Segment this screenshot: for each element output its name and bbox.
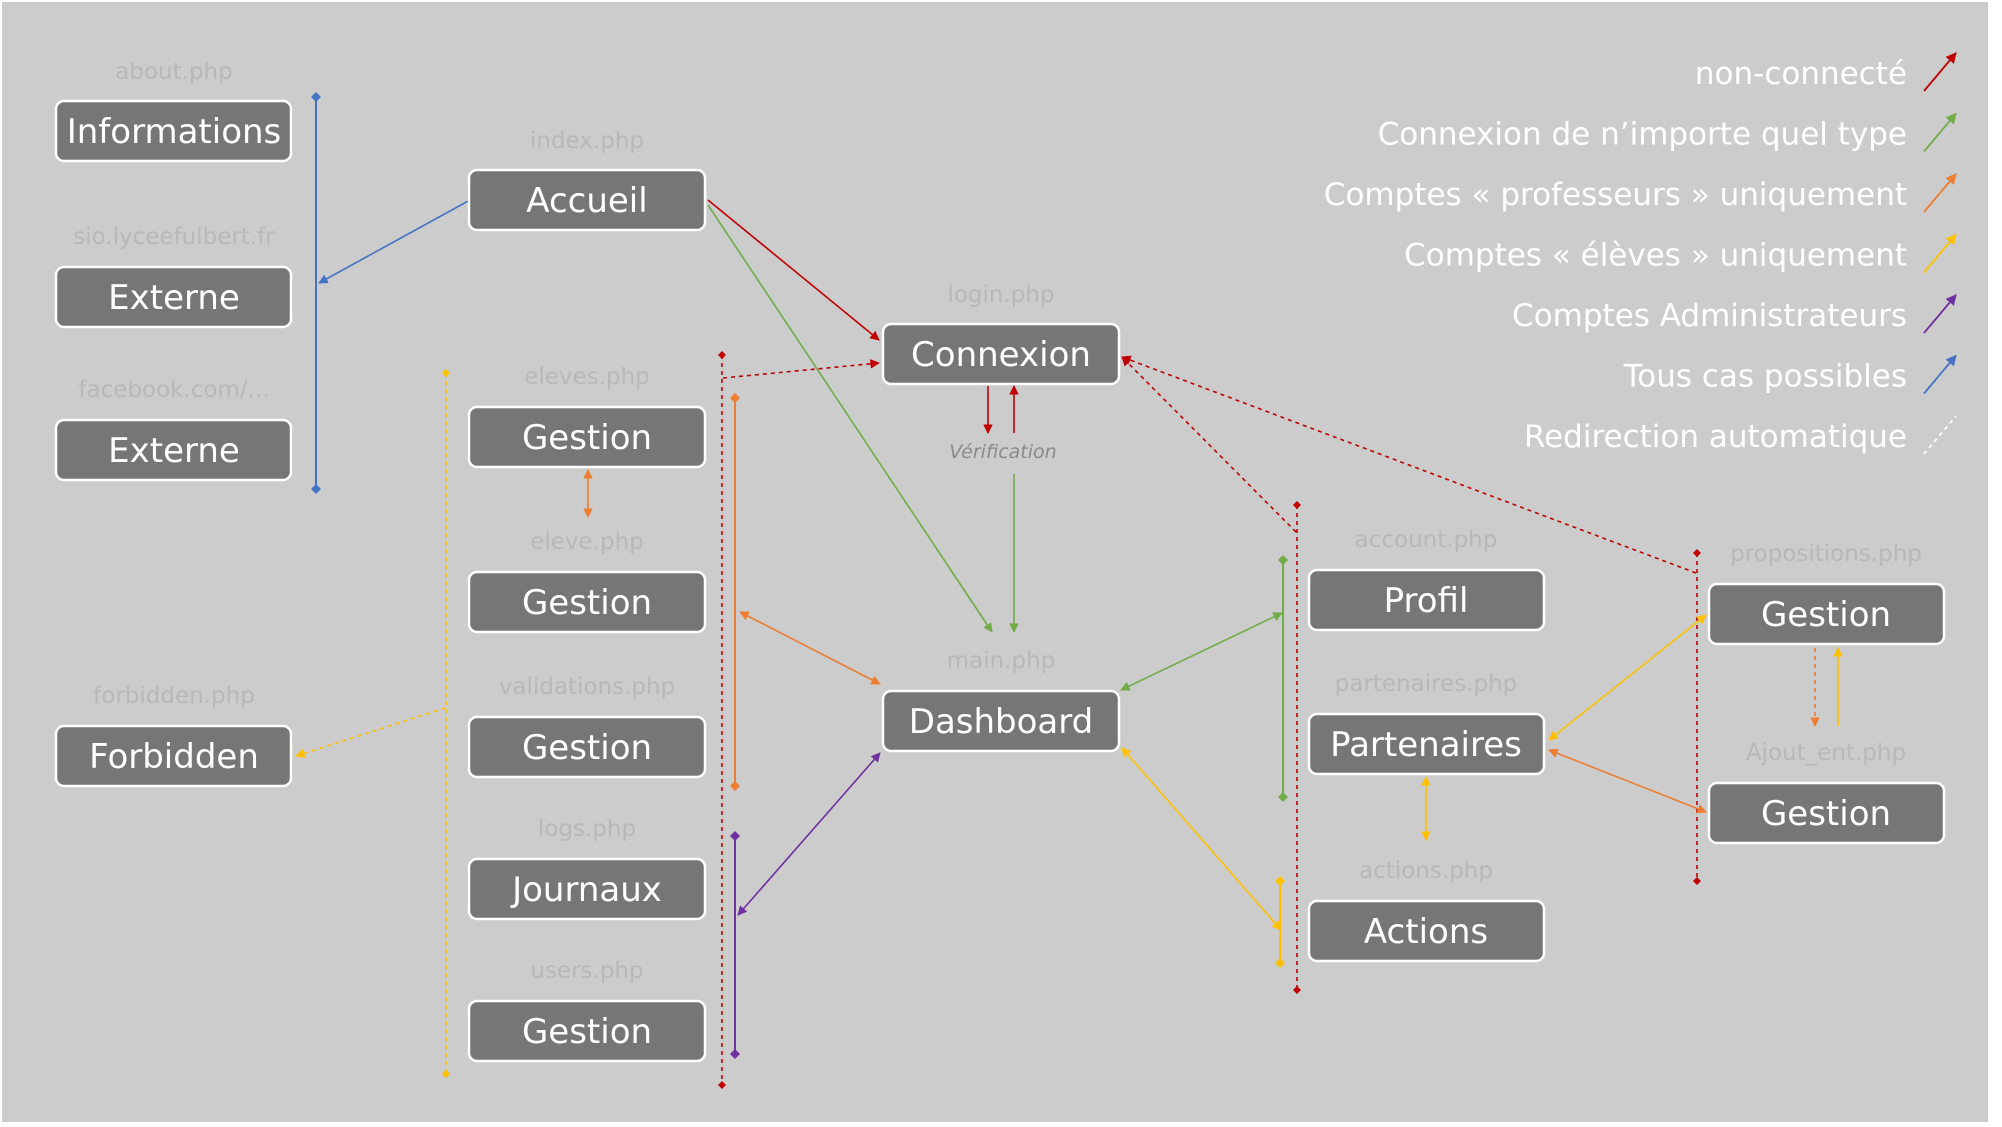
file-caption: users.php <box>530 958 643 984</box>
file-caption: account.php <box>1355 527 1498 553</box>
node-forbidden[interactable]: Forbidden <box>54 724 293 788</box>
node-actions[interactable]: Actions <box>1307 899 1546 963</box>
node-connexion[interactable]: Connexion <box>881 322 1121 386</box>
connections <box>295 92 1843 1089</box>
node-label: Gestion <box>522 418 652 458</box>
dashboard-actions-link <box>1121 747 1282 931</box>
node-label: Accueil <box>526 181 647 221</box>
node-gestion-eleves[interactable]: Gestion <box>467 405 707 469</box>
node-label: Externe <box>108 278 240 318</box>
file-caption: login.php <box>947 282 1054 308</box>
accueil-to-externe-link <box>318 199 471 284</box>
file-caption: forbidden.php <box>93 683 255 709</box>
legend-item: Connexion de n’importe quel type <box>1378 112 1957 153</box>
node-label: Gestion <box>522 583 652 623</box>
accueil-to-dashboard-link <box>707 204 993 633</box>
legend-item: Redirection automatique <box>1524 415 1957 455</box>
node-gestion-ajout[interactable]: Gestion <box>1707 781 1946 845</box>
file-caption: eleves.php <box>524 364 650 390</box>
legend-swatch <box>1923 52 1957 92</box>
legend-item: Comptes Administrateurs <box>1512 294 1957 334</box>
node-label: Gestion <box>522 728 652 768</box>
file-caption: partenaires.php <box>1335 671 1518 697</box>
file-caption: sio.lyceefulbert.fr <box>73 224 275 250</box>
file-caption: facebook.com/... <box>78 377 269 403</box>
right-redirect-to-connexion <box>1121 355 1697 574</box>
partenaires-ajout-link <box>1548 748 1707 814</box>
node-label: Forbidden <box>89 737 259 777</box>
redirect-to-forbidden-link <box>295 707 446 758</box>
node-label: Gestion <box>522 1012 652 1052</box>
node-externe-sio[interactable]: Externe <box>54 265 293 329</box>
node-label: Externe <box>108 431 240 471</box>
legend-label: Comptes « professeurs » uniquement <box>1324 177 1907 213</box>
file-caption: index.php <box>530 128 644 154</box>
file-caption: about.php <box>115 59 232 85</box>
partenaires-propositions-link <box>1548 614 1707 741</box>
file-caption: main.php <box>947 648 1056 674</box>
node-label: Gestion <box>1761 595 1891 635</box>
legend-swatch <box>1923 112 1957 153</box>
legend-label: Comptes « élèves » uniquement <box>1404 238 1907 274</box>
legend-swatch <box>1923 233 1957 274</box>
node-label: Gestion <box>1761 794 1891 834</box>
legend-item: Comptes « élèves » uniquement <box>1404 233 1957 274</box>
orange-bracket-dashboard-link <box>739 611 881 685</box>
node-gestion-propositions[interactable]: Gestion <box>1707 582 1946 646</box>
accueil-to-connexion-link <box>707 199 880 341</box>
legend-swatch <box>1923 294 1957 334</box>
node-label: Dashboard <box>909 702 1093 742</box>
file-caption: eleve.php <box>530 529 644 555</box>
node-partenaires[interactable]: Partenaires <box>1307 712 1546 776</box>
node-informations[interactable]: Informations <box>54 99 293 163</box>
legend-label: Redirection automatique <box>1524 419 1907 455</box>
node-gestion-validations[interactable]: Gestion <box>467 715 707 779</box>
verification-label: Vérification <box>949 441 1056 463</box>
legend-swatch <box>1923 354 1957 395</box>
node-label: Connexion <box>911 335 1091 375</box>
legend-item: non-connecté <box>1695 52 1957 92</box>
file-caption: logs.php <box>538 816 636 842</box>
dashboard-profil-link <box>1120 612 1283 691</box>
legend-swatch <box>1923 173 1957 213</box>
node-label: Informations <box>67 112 282 152</box>
node-accueil[interactable]: Accueil <box>467 168 707 232</box>
file-caption: validations.php <box>499 674 675 700</box>
file-captions: about.php sio.lyceefulbert.fr facebook.c… <box>73 59 1922 984</box>
node-gestion-eleve[interactable]: Gestion <box>467 570 707 634</box>
legend-item: Comptes « professeurs » uniquement <box>1324 173 1957 213</box>
legend-label: Tous cas possibles <box>1623 359 1907 395</box>
node-journaux[interactable]: Journaux <box>467 857 707 921</box>
file-caption: propositions.php <box>1730 541 1922 567</box>
node-dashboard[interactable]: Dashboard <box>881 689 1121 753</box>
node-label: Profil <box>1384 581 1469 621</box>
middle-redirect-to-connexion <box>1121 356 1297 533</box>
node-profil[interactable]: Profil <box>1307 568 1546 632</box>
legend-item: Tous cas possibles <box>1623 354 1957 395</box>
file-caption: Ajout_ent.php <box>1746 740 1906 766</box>
journaux-dashboard-link <box>737 752 881 916</box>
node-label: Partenaires <box>1330 725 1522 765</box>
left-redirect-to-connexion <box>722 359 880 379</box>
legend-label: Connexion de n’importe quel type <box>1378 117 1907 153</box>
node-label: Actions <box>1364 912 1488 952</box>
node-gestion-users[interactable]: Gestion <box>467 999 707 1063</box>
legend-swatch <box>1923 415 1957 455</box>
file-caption: actions.php <box>1359 858 1493 884</box>
node-externe-facebook[interactable]: Externe <box>54 418 293 482</box>
legend-label: Comptes Administrateurs <box>1512 298 1907 334</box>
legend-label: non-connecté <box>1695 56 1907 92</box>
node-label: Journaux <box>510 870 662 910</box>
